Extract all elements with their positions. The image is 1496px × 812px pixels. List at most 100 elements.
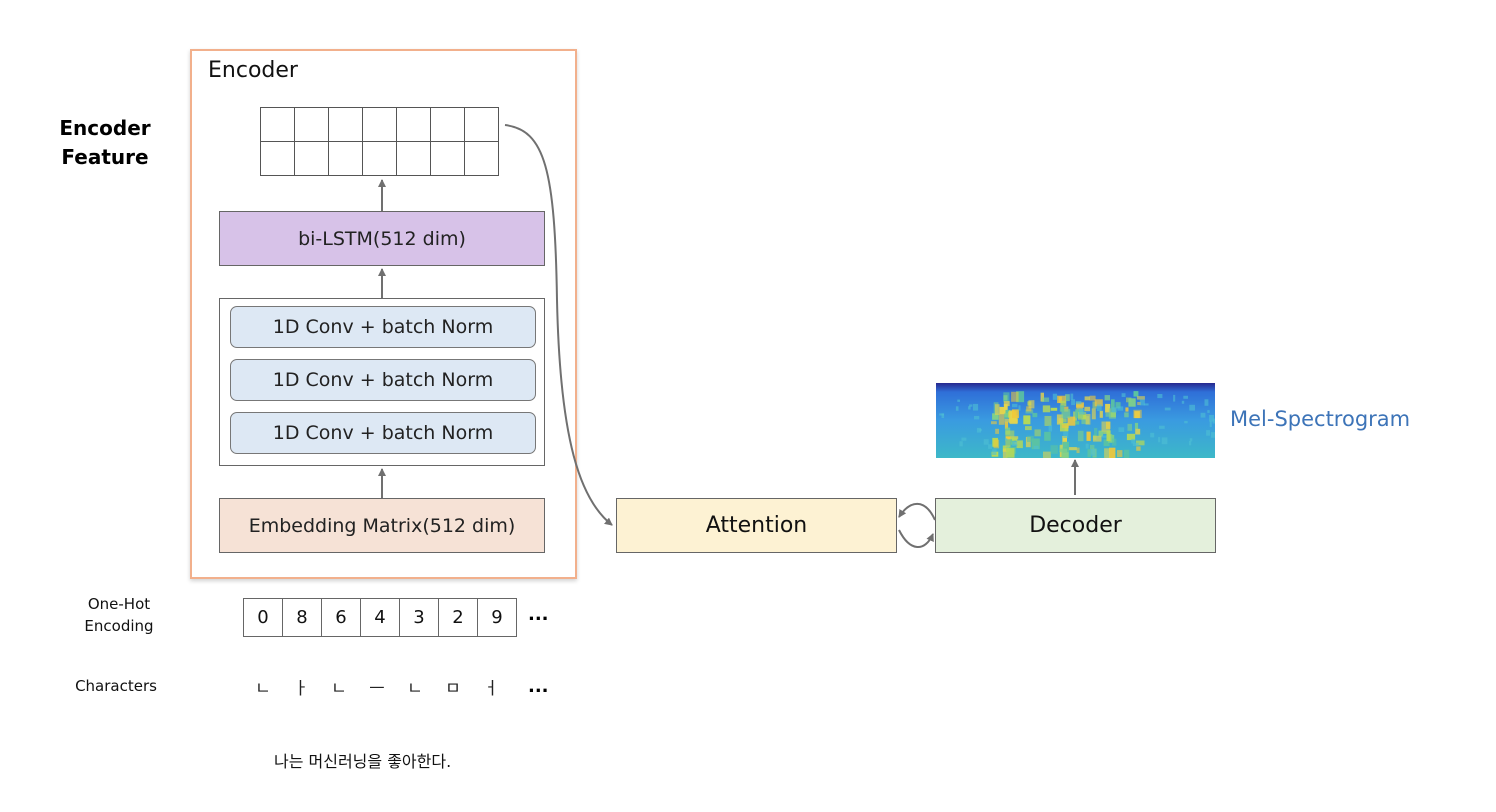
decoder-block: Decoder [935, 498, 1216, 553]
spectrogram-pixel [968, 406, 971, 410]
feature-grid-cell [294, 141, 329, 176]
spectrogram-pixel [991, 421, 997, 425]
spectrogram-pixel [1063, 431, 1069, 438]
spectrogram-pixel [1109, 447, 1116, 458]
one-hot-cell: 9 [477, 598, 517, 637]
spectrogram-pixel [1091, 408, 1096, 420]
arrow-attention-to-decoder [898, 529, 934, 548]
feature-grid-cell [362, 107, 397, 142]
spectrogram-pixel [992, 413, 999, 420]
spectrogram-pixel [1006, 448, 1015, 458]
spectrogram-pixel [1200, 412, 1206, 418]
spectrogram-pixel [1056, 414, 1064, 425]
spectrogram-pixel [1209, 420, 1212, 427]
spectrogram-pixel [1068, 447, 1077, 451]
spectrogram-pixel [1005, 439, 1015, 446]
spectrogram-pixel [1158, 437, 1161, 443]
spectrogram-pixel [1050, 445, 1058, 454]
spectrogram-pixel [1105, 412, 1111, 417]
mel-spectrogram-icon [936, 383, 1215, 458]
spectrogram-pixel [1087, 449, 1091, 458]
spectrogram-pixel [1133, 409, 1142, 419]
spectrogram-pixel [1065, 394, 1070, 402]
spectrogram-pixel [1067, 416, 1076, 426]
spectrogram-pixel [1108, 408, 1116, 419]
bi-lstm-block: bi-LSTM(512 dim) [219, 211, 545, 266]
spectrogram-pixel [1040, 392, 1044, 402]
spectrogram-pixel [1136, 446, 1141, 451]
character: ㄴ [407, 679, 423, 699]
spectrogram-pixel [1159, 425, 1165, 429]
spectrogram-pixel [1012, 409, 1019, 419]
spectrogram-pixel [1189, 438, 1193, 442]
spectrogram-pixel [1016, 391, 1025, 403]
spectrogram-pixel [1076, 447, 1080, 454]
spectrogram-pixel [1104, 395, 1110, 401]
spectrogram-pixel [993, 439, 1000, 449]
spectrogram-pixel [957, 399, 960, 402]
feature-grid-cell [430, 107, 465, 142]
spectrogram-pixel [1084, 396, 1090, 401]
feature-grid-cell [260, 141, 295, 176]
spectrogram-pixel [1118, 427, 1125, 432]
spectrogram-pixel [1060, 448, 1067, 453]
spectrogram-pixel [1057, 395, 1066, 404]
spectrogram-pixel [1126, 433, 1136, 441]
mel-spectrogram-label: Mel-Spectrogram [1230, 407, 1411, 431]
spectrogram-pixel [961, 437, 967, 441]
spectrogram-pixel [1105, 403, 1111, 413]
spectrogram-pixel [1135, 428, 1141, 435]
conv-layer-1: 1D Conv + batch Norm [230, 306, 536, 348]
attention-block: Attention [616, 498, 897, 553]
spectrogram-pixel [1137, 402, 1141, 406]
character: ㅁ [445, 679, 461, 699]
spectrogram-pixel [1060, 444, 1064, 452]
spectrogram-pixel [1018, 405, 1021, 411]
spectrogram-pixel [1081, 415, 1089, 425]
spectrogram-pixel [1042, 405, 1051, 413]
characters-row: ㄴ ㅏ ㄴ ㅡ ㄴ ㅁ ㅓ [244, 674, 510, 699]
encoder-feature-label-line2: Feature [61, 145, 149, 169]
spectrogram-pixel [1089, 395, 1096, 401]
spectrogram-pixel [1204, 399, 1209, 406]
spectrogram-pixel [1183, 395, 1188, 399]
spectrogram-pixel [1128, 398, 1136, 407]
feature-grid-row [260, 141, 499, 176]
spectrogram-pixel [1132, 442, 1139, 446]
spectrogram-pixel [1093, 435, 1102, 442]
spectrogram-pixel [1076, 402, 1084, 408]
spectrogram-pixel [1044, 416, 1052, 426]
spectrogram-pixel [1157, 394, 1163, 399]
spectrogram-pixel [1102, 435, 1107, 438]
spectrogram-pixel [1077, 430, 1084, 442]
spectrogram-pixel [1048, 425, 1053, 432]
spectrogram-pixel [992, 449, 997, 455]
spectrogram-pixel [1092, 401, 1097, 409]
spectrogram-pixel [1143, 403, 1149, 406]
arrow-feature-to-attention [504, 124, 613, 526]
spectrogram-pixel [1032, 412, 1038, 418]
characters-label: Characters [75, 677, 157, 695]
spectrogram-pixel [1075, 401, 1082, 405]
spectrogram-pixel [1003, 401, 1010, 407]
character: ㄴ [331, 679, 347, 699]
spectrogram-pixel [1103, 430, 1110, 434]
conv-layer-2: 1D Conv + batch Norm [230, 359, 536, 401]
spectrogram-pixel [976, 427, 981, 433]
one-hot-label: One-Hot Encoding [66, 593, 172, 637]
spectrogram-pixel [972, 403, 979, 411]
characters-ellipsis: ... [528, 676, 549, 697]
spectrogram-pixel [1136, 396, 1145, 400]
spectrogram-pixel [1012, 437, 1018, 441]
spectrogram-pixel [1061, 409, 1071, 419]
spectrogram-pixel [1075, 421, 1080, 425]
spectrogram-pixel [999, 406, 1006, 415]
spectrogram-pixel [974, 416, 980, 420]
spectrogram-pixel [1003, 404, 1008, 413]
spectrogram-pixel [1043, 451, 1051, 458]
spectrogram-pixel [1103, 439, 1110, 447]
spectrogram-pixel [1061, 424, 1069, 428]
spectrogram-pixel [988, 444, 993, 449]
spectrogram-pixel [1011, 391, 1019, 402]
spectrogram-pixel [1078, 412, 1087, 420]
